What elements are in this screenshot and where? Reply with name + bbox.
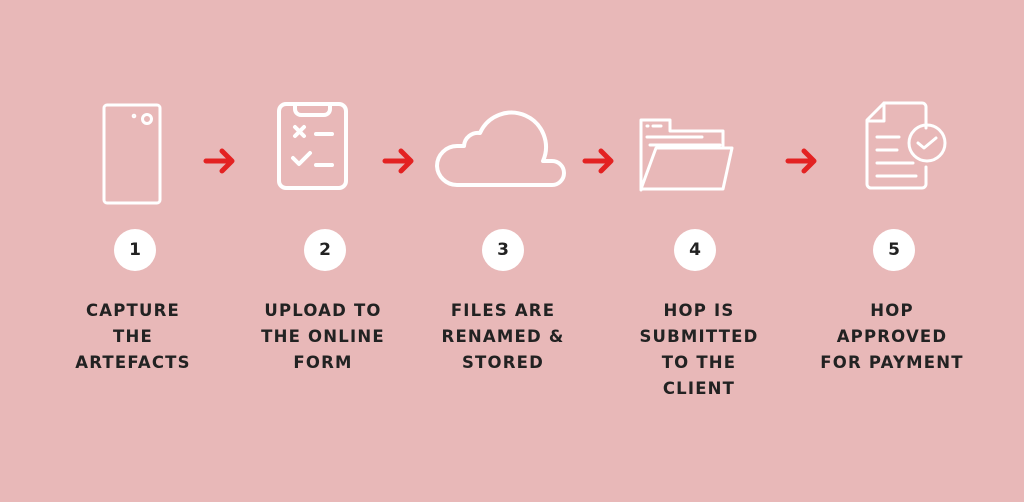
label-line: CAPTURE xyxy=(85,301,180,320)
label-line: THE xyxy=(113,327,153,346)
step-label: CAPTURE THE ARTEFACTS xyxy=(38,298,228,376)
smartphone-icon xyxy=(102,103,162,205)
step-number-badge: 1 xyxy=(114,229,156,271)
step-label: FILES ARE RENAMED & STORED xyxy=(408,298,598,376)
label-line: FOR PAYMENT xyxy=(820,353,964,372)
step-number-badge: 5 xyxy=(873,229,915,271)
arrow-right-icon xyxy=(382,148,414,174)
label-line: THE ONLINE xyxy=(261,327,385,346)
label-line: SUBMITTED xyxy=(639,327,759,346)
arrow-right-icon xyxy=(203,148,235,174)
folder-icon xyxy=(639,118,734,192)
approved-document-icon xyxy=(865,101,947,190)
arrow-right-icon xyxy=(582,148,614,174)
clipboard-checklist-icon xyxy=(277,102,348,190)
label-line: CLIENT xyxy=(662,379,736,398)
label-line: APPROVED xyxy=(836,327,948,346)
step-number-badge: 3 xyxy=(482,229,524,271)
label-line: HOP IS xyxy=(663,301,735,320)
arrow-right-icon xyxy=(785,148,817,174)
step-label: HOP APPROVED FOR PAYMENT xyxy=(797,298,987,376)
step-number-badge: 2 xyxy=(304,229,346,271)
step-number-badge: 4 xyxy=(674,229,716,271)
cloud-icon xyxy=(435,110,566,188)
label-line: STORED xyxy=(461,353,545,372)
label-line: UPLOAD TO xyxy=(264,301,382,320)
label-line: ARTEFACTS xyxy=(75,353,191,372)
step-label: HOP IS SUBMITTED TO THE CLIENT xyxy=(604,298,794,402)
label-line: RENAMED & xyxy=(441,327,565,346)
label-line: FORM xyxy=(293,353,353,372)
label-line: TO THE xyxy=(661,353,737,372)
arrows xyxy=(203,148,817,174)
label-line: HOP xyxy=(870,301,914,320)
label-line: FILES ARE xyxy=(450,301,556,320)
step-label: UPLOAD TO THE ONLINE FORM xyxy=(228,298,418,376)
